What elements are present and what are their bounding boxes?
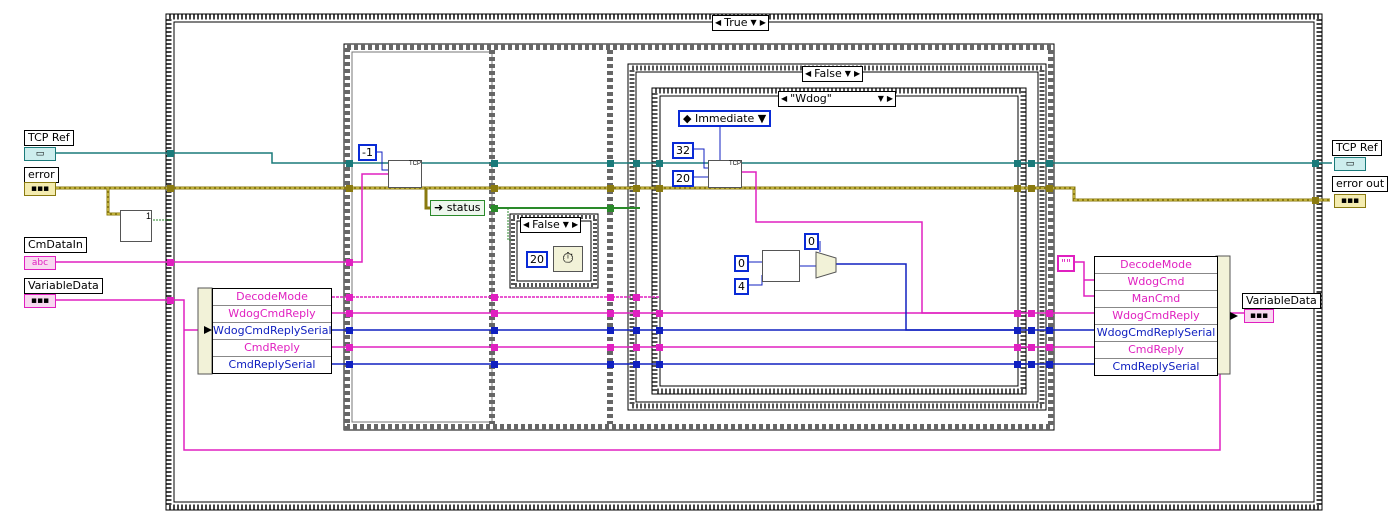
bytes-to-read-constant[interactable]: 32 [672, 142, 694, 159]
empty-string-constant[interactable]: "" [1057, 255, 1076, 272]
error-handler-vi-icon[interactable]: 1 [120, 210, 152, 242]
unbundle-field-wdogcmdreplyserial: WdogCmdReplySerial [213, 323, 332, 340]
decrement-arrow-icon[interactable]: ◀ [715, 18, 722, 27]
false-case-selector[interactable]: ◀ False ▼ ▶ [802, 66, 864, 82]
read-timeout-constant[interactable]: 20 [672, 170, 694, 187]
enum-arrows-icon: ◆ [683, 112, 692, 125]
error-wire [56, 186, 1330, 202]
string-subset-icon[interactable] [762, 250, 800, 282]
bundle-field-decodemode: DecodeMode [1095, 257, 1217, 274]
bundle-field-mancmd: ManCmd [1095, 291, 1217, 308]
bundle-field-wdogcmd: WdogCmd [1095, 274, 1217, 291]
bundle-by-name-node[interactable]: DecodeMode WdogCmd ManCmd WdogCmdReply W… [1094, 256, 1218, 376]
unbundle-field-decodemode: DecodeMode [213, 289, 331, 306]
unbundle-field-cmdreplyserial: CmdReplySerial [228, 358, 316, 371]
increment-arrow-icon[interactable]: ▶ [759, 18, 766, 27]
wait-ms-constant[interactable]: 20 [526, 251, 548, 268]
variabledata-control-label: VariableData [24, 278, 103, 294]
cmdatain-control-label: CmDataIn [24, 237, 87, 253]
increment-arrow-icon[interactable]: ▶ [886, 94, 893, 103]
bundle-field-wdogcmdreplyserial: WdogCmdReplySerial [1095, 325, 1217, 342]
variabledata-indicator[interactable]: ▪▪▪ [1244, 309, 1274, 323]
wait-case-selector[interactable]: ◀ False ▼ ▶ [520, 217, 582, 233]
timeout-constant[interactable]: -1 [358, 144, 377, 161]
unbundle-field-cmdreply: CmdReply [213, 340, 331, 357]
tcp-ref-control[interactable]: ▭ [24, 147, 56, 161]
outer-case-selector[interactable]: ◀ True ▼ ▶ [712, 15, 769, 31]
tcp-write-vi-icon[interactable]: TCP [388, 160, 422, 188]
mode-enum-constant[interactable]: ◆ Immediate ▼ [678, 110, 772, 127]
decrement-arrow-icon[interactable]: ◀ [781, 94, 788, 103]
dropdown-arrow-icon[interactable]: ▼ [877, 94, 884, 103]
sequence-frame-1 [351, 51, 493, 423]
dropdown-arrow-icon[interactable]: ▼ [844, 69, 851, 78]
tcp-ref-control-label: TCP Ref [24, 130, 74, 146]
unbundle-by-name-node[interactable]: DecodeMode WdogCmdReply WdogCmdReplySeri… [212, 288, 332, 374]
increment-arrow-icon[interactable]: ▶ [571, 220, 579, 229]
string-case-selector[interactable]: ◀ "Wdog" ▼ ▶ [778, 91, 896, 107]
cmdatain-string-control[interactable]: abc [24, 256, 56, 270]
bundle-field-wdogcmdreply: WdogCmdReply [1095, 308, 1217, 325]
decrement-arrow-icon[interactable]: ◀ [805, 69, 812, 78]
case-selector-label: False [532, 218, 560, 231]
increment-arrow-icon[interactable]: ▶ [853, 69, 861, 78]
offset-zero-constant[interactable]: 0 [734, 255, 749, 272]
arrow-right-icon: ➜ [434, 201, 444, 214]
length-four-constant[interactable]: 4 [734, 278, 749, 295]
case-selector-label: "Wdog" [790, 92, 832, 105]
dropdown-arrow-icon[interactable]: ▼ [757, 112, 767, 125]
status-unbundle-node[interactable]: ➜ status [430, 200, 485, 216]
error-out-indicator[interactable]: ▪▪▪ [1334, 194, 1366, 208]
case-selector-label: False [814, 67, 842, 80]
dropdown-arrow-icon[interactable]: ▼ [750, 18, 757, 27]
error-control-label: error [24, 167, 59, 183]
wait-timer-icon[interactable]: ⏱ [553, 246, 583, 272]
dropdown-arrow-icon[interactable]: ▼ [562, 220, 569, 229]
sequence-frame [344, 44, 1054, 430]
decrement-arrow-icon[interactable]: ◀ [523, 220, 530, 229]
case-selector-label: True [724, 16, 748, 29]
bundle-field-cmdreply: CmdReply [1095, 342, 1217, 359]
error-cluster-control[interactable]: ▪▪▪ [24, 182, 56, 196]
variabledata-cluster-control[interactable]: ▪▪▪ [24, 294, 56, 308]
tcp-read-vi-icon[interactable]: TCP [708, 160, 742, 188]
select-zero-constant[interactable]: 0 [804, 233, 819, 250]
bundle-field-cmdreplyserial: CmdReplySerial [1112, 360, 1200, 373]
tcp-ref-indicator[interactable]: ▭ [1334, 157, 1366, 171]
tcp-ref-indicator-label: TCP Ref [1332, 140, 1382, 156]
false-case-border [627, 63, 1047, 411]
error-out-indicator-label: error out [1332, 176, 1389, 192]
unbundle-field-wdogcmdreply: WdogCmdReply [213, 306, 331, 323]
variabledata-indicator-label: VariableData [1242, 293, 1321, 309]
